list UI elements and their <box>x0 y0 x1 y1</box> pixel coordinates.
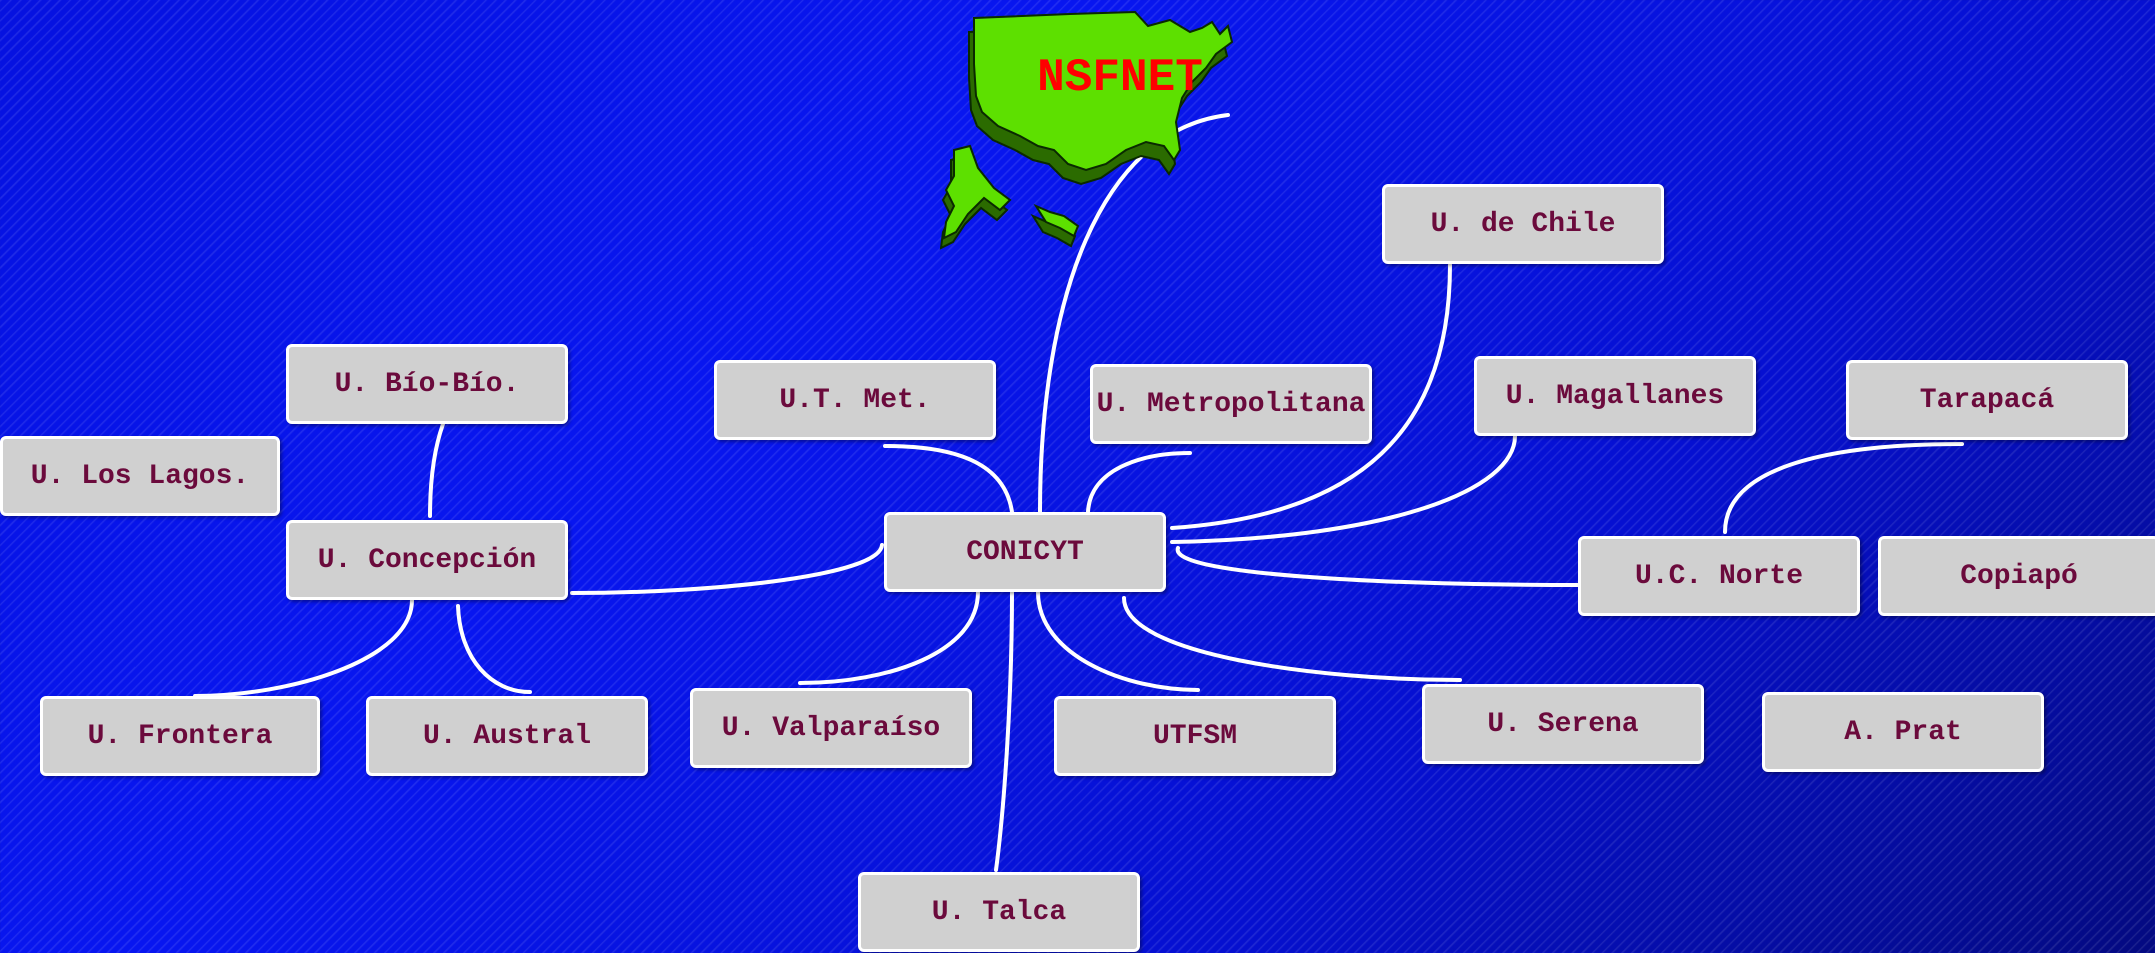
node-utfsm[interactable]: UTFSM <box>1054 696 1336 776</box>
node-tarapaca[interactable]: Tarapacá <box>1846 360 2128 440</box>
node-a-prat[interactable]: A. Prat <box>1762 692 2044 772</box>
node-u-metropolitana[interactable]: U. Metropolitana <box>1090 364 1372 444</box>
link-talca <box>994 590 1014 872</box>
node-copiapo[interactable]: Copiapó <box>1878 536 2155 616</box>
node-label: U. Serena <box>1487 708 1639 740</box>
node-label: UTFSM <box>1152 720 1237 752</box>
link-bio-bio <box>428 422 445 518</box>
link-austral <box>456 604 532 694</box>
node-uc-norte[interactable]: U.C. Norte <box>1578 536 1860 616</box>
node-label: U.C. Norte <box>1634 560 1804 592</box>
node-u-frontera[interactable]: U. Frontera <box>40 696 320 776</box>
node-u-austral[interactable]: U. Austral <box>366 696 648 776</box>
link-frontera <box>193 598 414 698</box>
link-serena <box>1122 596 1462 682</box>
link-magallanes <box>1170 434 1517 544</box>
link-ut-met <box>883 444 1014 514</box>
link-nsfnet <box>1038 113 1230 514</box>
link-metropolitana <box>1086 451 1192 514</box>
node-u-de-chile[interactable]: U. de Chile <box>1382 184 1664 264</box>
node-u-los-lagos[interactable]: U. Los Lagos. <box>0 436 280 516</box>
link-valparaiso <box>798 590 980 685</box>
node-label: U.T. Met. <box>779 384 931 416</box>
node-u-talca[interactable]: U. Talca <box>858 872 1140 952</box>
node-label: U. Magallanes <box>1505 380 1725 412</box>
node-label: U. Concepción <box>317 544 537 576</box>
node-label: Tarapacá <box>1919 384 2055 416</box>
node-u-magallanes[interactable]: U. Magallanes <box>1474 356 1756 436</box>
node-label: U. Los Lagos. <box>30 460 250 492</box>
link-tarapaca <box>1723 442 1964 534</box>
link-de-chile <box>1170 263 1452 530</box>
node-label: U. Austral <box>422 720 592 752</box>
node-u-concepcion[interactable]: U. Concepción <box>286 520 568 600</box>
link-utfsm <box>1036 590 1200 692</box>
link-concepcion <box>570 543 884 595</box>
link-uc-norte <box>1175 546 1582 587</box>
node-u-serena[interactable]: U. Serena <box>1422 684 1704 764</box>
node-label: U. Bío-Bío. <box>334 368 520 400</box>
node-label: U. Frontera <box>87 720 273 752</box>
node-u-valparaiso[interactable]: U. Valparaíso <box>690 688 972 768</box>
node-label: U. Valparaíso <box>721 712 941 744</box>
node-conicyt[interactable]: CONICYT <box>884 512 1166 592</box>
node-label: U. de Chile <box>1430 208 1616 240</box>
usa-map-icon <box>939 10 1234 250</box>
node-label: U. Talca <box>931 896 1067 928</box>
node-ut-met[interactable]: U.T. Met. <box>714 360 996 440</box>
node-label: Copiapó <box>1960 560 2078 592</box>
node-u-bio-bio[interactable]: U. Bío-Bío. <box>286 344 568 424</box>
node-label: A. Prat <box>1844 716 1962 748</box>
nsfnet-label: NSFNET <box>1037 52 1203 104</box>
node-label: U. Metropolitana <box>1096 388 1366 420</box>
node-label: CONICYT <box>966 536 1084 568</box>
